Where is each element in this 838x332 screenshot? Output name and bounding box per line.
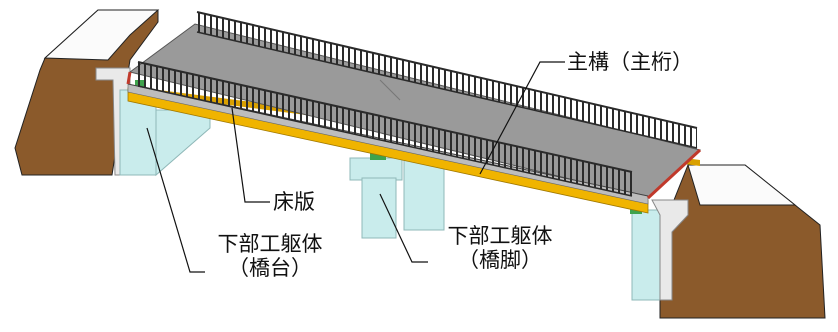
left-abutment: [95, 67, 211, 177]
left-expansion-joint: [126, 71, 132, 85]
leader-deck-slab: [231, 107, 270, 203]
leader-main-girder: [479, 61, 565, 175]
right-abutment: [630, 198, 689, 301]
right-embankment: [659, 164, 826, 319]
leader-abutment: [146, 127, 205, 273]
center-pier: [349, 152, 445, 239]
leader-pier: [379, 193, 428, 263]
label-pier-line1: 下部工躯体: [447, 224, 553, 248]
left-embankment: [14, 9, 160, 176]
near-railing: [137, 61, 633, 197]
label-deck-slab: 床版: [273, 190, 315, 214]
label-abutment-line1: 下部工躯体: [217, 232, 323, 256]
label-pier: 下部工躯体 （橋脚）: [430, 224, 570, 272]
label-abutment: 下部工躯体 （橋台）: [200, 232, 340, 280]
far-railing: [196, 11, 698, 149]
label-abutment-line2: （橋台）: [228, 256, 312, 280]
right-expansion-joint: [646, 148, 702, 200]
label-main-girder: 主構（主桁）: [567, 50, 693, 74]
leader-lines: [146, 61, 565, 273]
label-pier-line2: （橋脚）: [458, 248, 542, 272]
